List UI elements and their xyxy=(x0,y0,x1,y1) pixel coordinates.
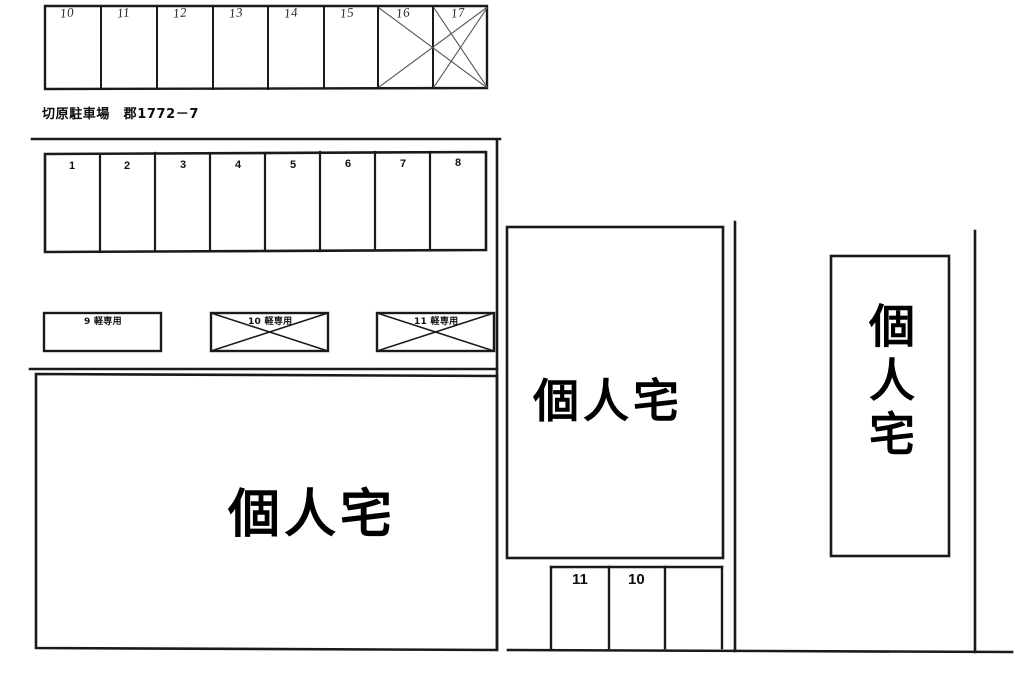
main-stall-label-4: 4 xyxy=(235,159,242,171)
upper-stall-label-10: 10 xyxy=(59,4,75,21)
main-stall-label-7: 7 xyxy=(400,158,407,170)
house-left-outline xyxy=(34,372,499,652)
house-right-outline xyxy=(829,254,951,558)
main-stall-label-8: 8 xyxy=(455,157,462,169)
upper-stall-crossout-16 xyxy=(378,7,487,88)
kei-stall-9-outline xyxy=(42,311,163,353)
lower-stall-label-10: 10 xyxy=(628,571,645,588)
kei-stall-11-crossout xyxy=(376,312,495,352)
kei-stall-10-outline xyxy=(209,311,330,353)
kei-stall-10-crossout xyxy=(210,312,329,352)
kei-stall-label-9: 9 軽専用 xyxy=(84,317,122,327)
kei-stall-11-outline xyxy=(375,311,496,353)
main-stall-label-6: 6 xyxy=(345,158,352,170)
house-center-label: 個人宅 xyxy=(533,374,683,428)
main-stall-label-2: 2 xyxy=(124,160,131,172)
upper-stall-crossout-17 xyxy=(433,7,488,88)
lower-right-stall-row xyxy=(549,565,724,652)
upper-stall-label-17: 17 xyxy=(450,4,466,21)
upper-stall-row-dividers xyxy=(100,5,434,90)
upper-stall-label-12: 12 xyxy=(172,4,188,21)
main-stall-label-5: 5 xyxy=(290,159,297,171)
kei-stall-label-11: 11 軽専用 xyxy=(414,317,459,327)
upper-stall-label-13: 13 xyxy=(228,4,244,21)
main-stall-row-dividers xyxy=(98,150,432,254)
house-right-label: 個人宅 xyxy=(862,302,916,464)
site-caption: 切原駐車場 郡1772－7 xyxy=(42,107,200,122)
upper-stall-row-outline xyxy=(43,4,489,91)
kei-stall-label-10: 10 軽専用 xyxy=(248,317,293,327)
upper-stall-label-15: 15 xyxy=(339,4,355,21)
house-center-outline xyxy=(505,225,725,560)
house-left-label: 個人宅 xyxy=(228,484,397,545)
upper-stall-label-14: 14 xyxy=(283,4,299,21)
main-stall-label-3: 3 xyxy=(180,159,187,171)
lower-stall-label-11: 11 xyxy=(572,571,588,588)
main-stall-row-outline xyxy=(43,150,488,254)
main-stall-label-1: 1 xyxy=(69,160,76,172)
upper-stall-label-11: 11 xyxy=(116,4,131,21)
upper-stall-label-16: 16 xyxy=(395,4,411,21)
